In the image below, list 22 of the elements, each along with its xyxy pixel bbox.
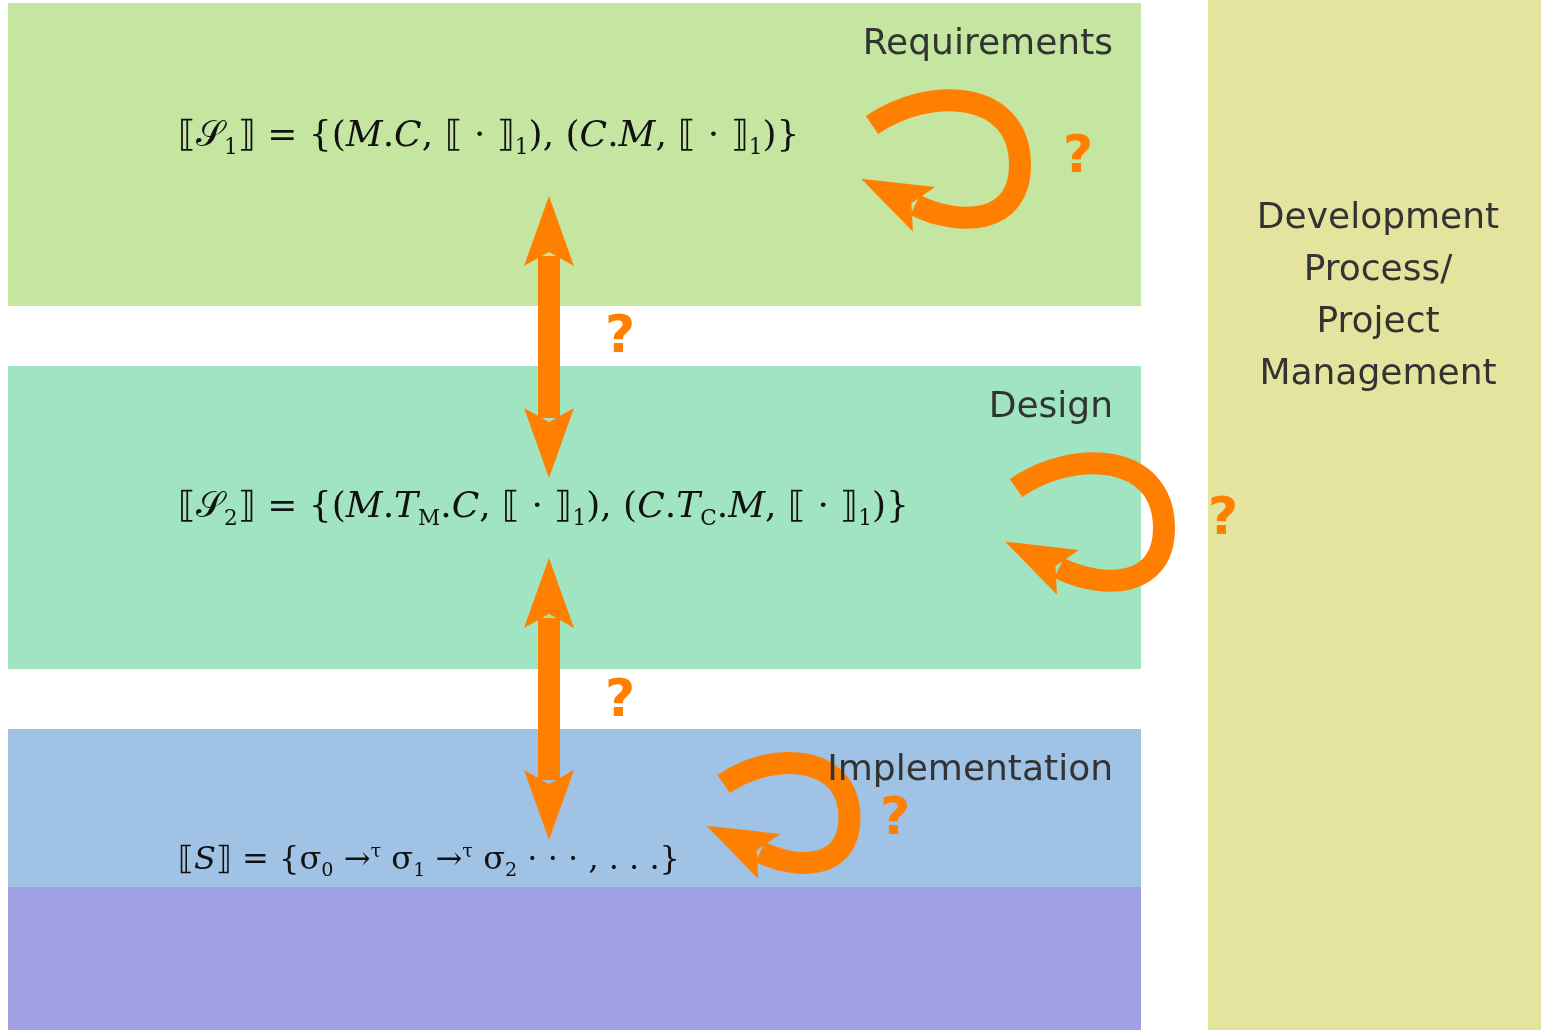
- empty-band: [8, 887, 1141, 1030]
- arrow: [1003, 452, 1175, 595]
- edge-label: ?: [880, 790, 911, 842]
- arrow: [524, 196, 574, 478]
- band-label: Design: [988, 384, 1113, 425]
- edge-label: ?: [605, 672, 636, 724]
- arrow: [524, 558, 574, 840]
- edge-label: ?: [605, 308, 636, 360]
- formula: ⟦𝒮$_{1}$⟧ = {(M.C, ⟦ · ⟧$_{1}$), (C.M, ⟦ · ⟧$_{1}$)}: [178, 113, 800, 160]
- layer-band: [1208, 0, 1541, 1030]
- formula: ⟦S⟧ = {σ$_{0}$ →$^{τ}$ σ$_{1}$ →$^{τ}$ σ$_{2}$ · · · , . . .}: [178, 839, 680, 882]
- band-label: Requirements: [862, 21, 1113, 62]
- edge-label: ?: [1208, 490, 1239, 542]
- layer-band: [8, 366, 1141, 669]
- arrow: [705, 752, 861, 879]
- band-label: Development Process/ Project Management: [1255, 194, 1501, 394]
- layer-band: [8, 3, 1141, 306]
- band-label: Implementation: [827, 747, 1113, 788]
- layer-band: [8, 729, 1141, 887]
- edge-label: ?: [1063, 128, 1094, 180]
- formula: ⟦𝒮$_{2}$⟧ = {(M.T$_{M}$.C, ⟦ · ⟧$_{1}$), (C.T$_{C}$.M, ⟦ · ⟧$_{1}$)}: [178, 484, 909, 531]
- arrow: [859, 89, 1031, 232]
